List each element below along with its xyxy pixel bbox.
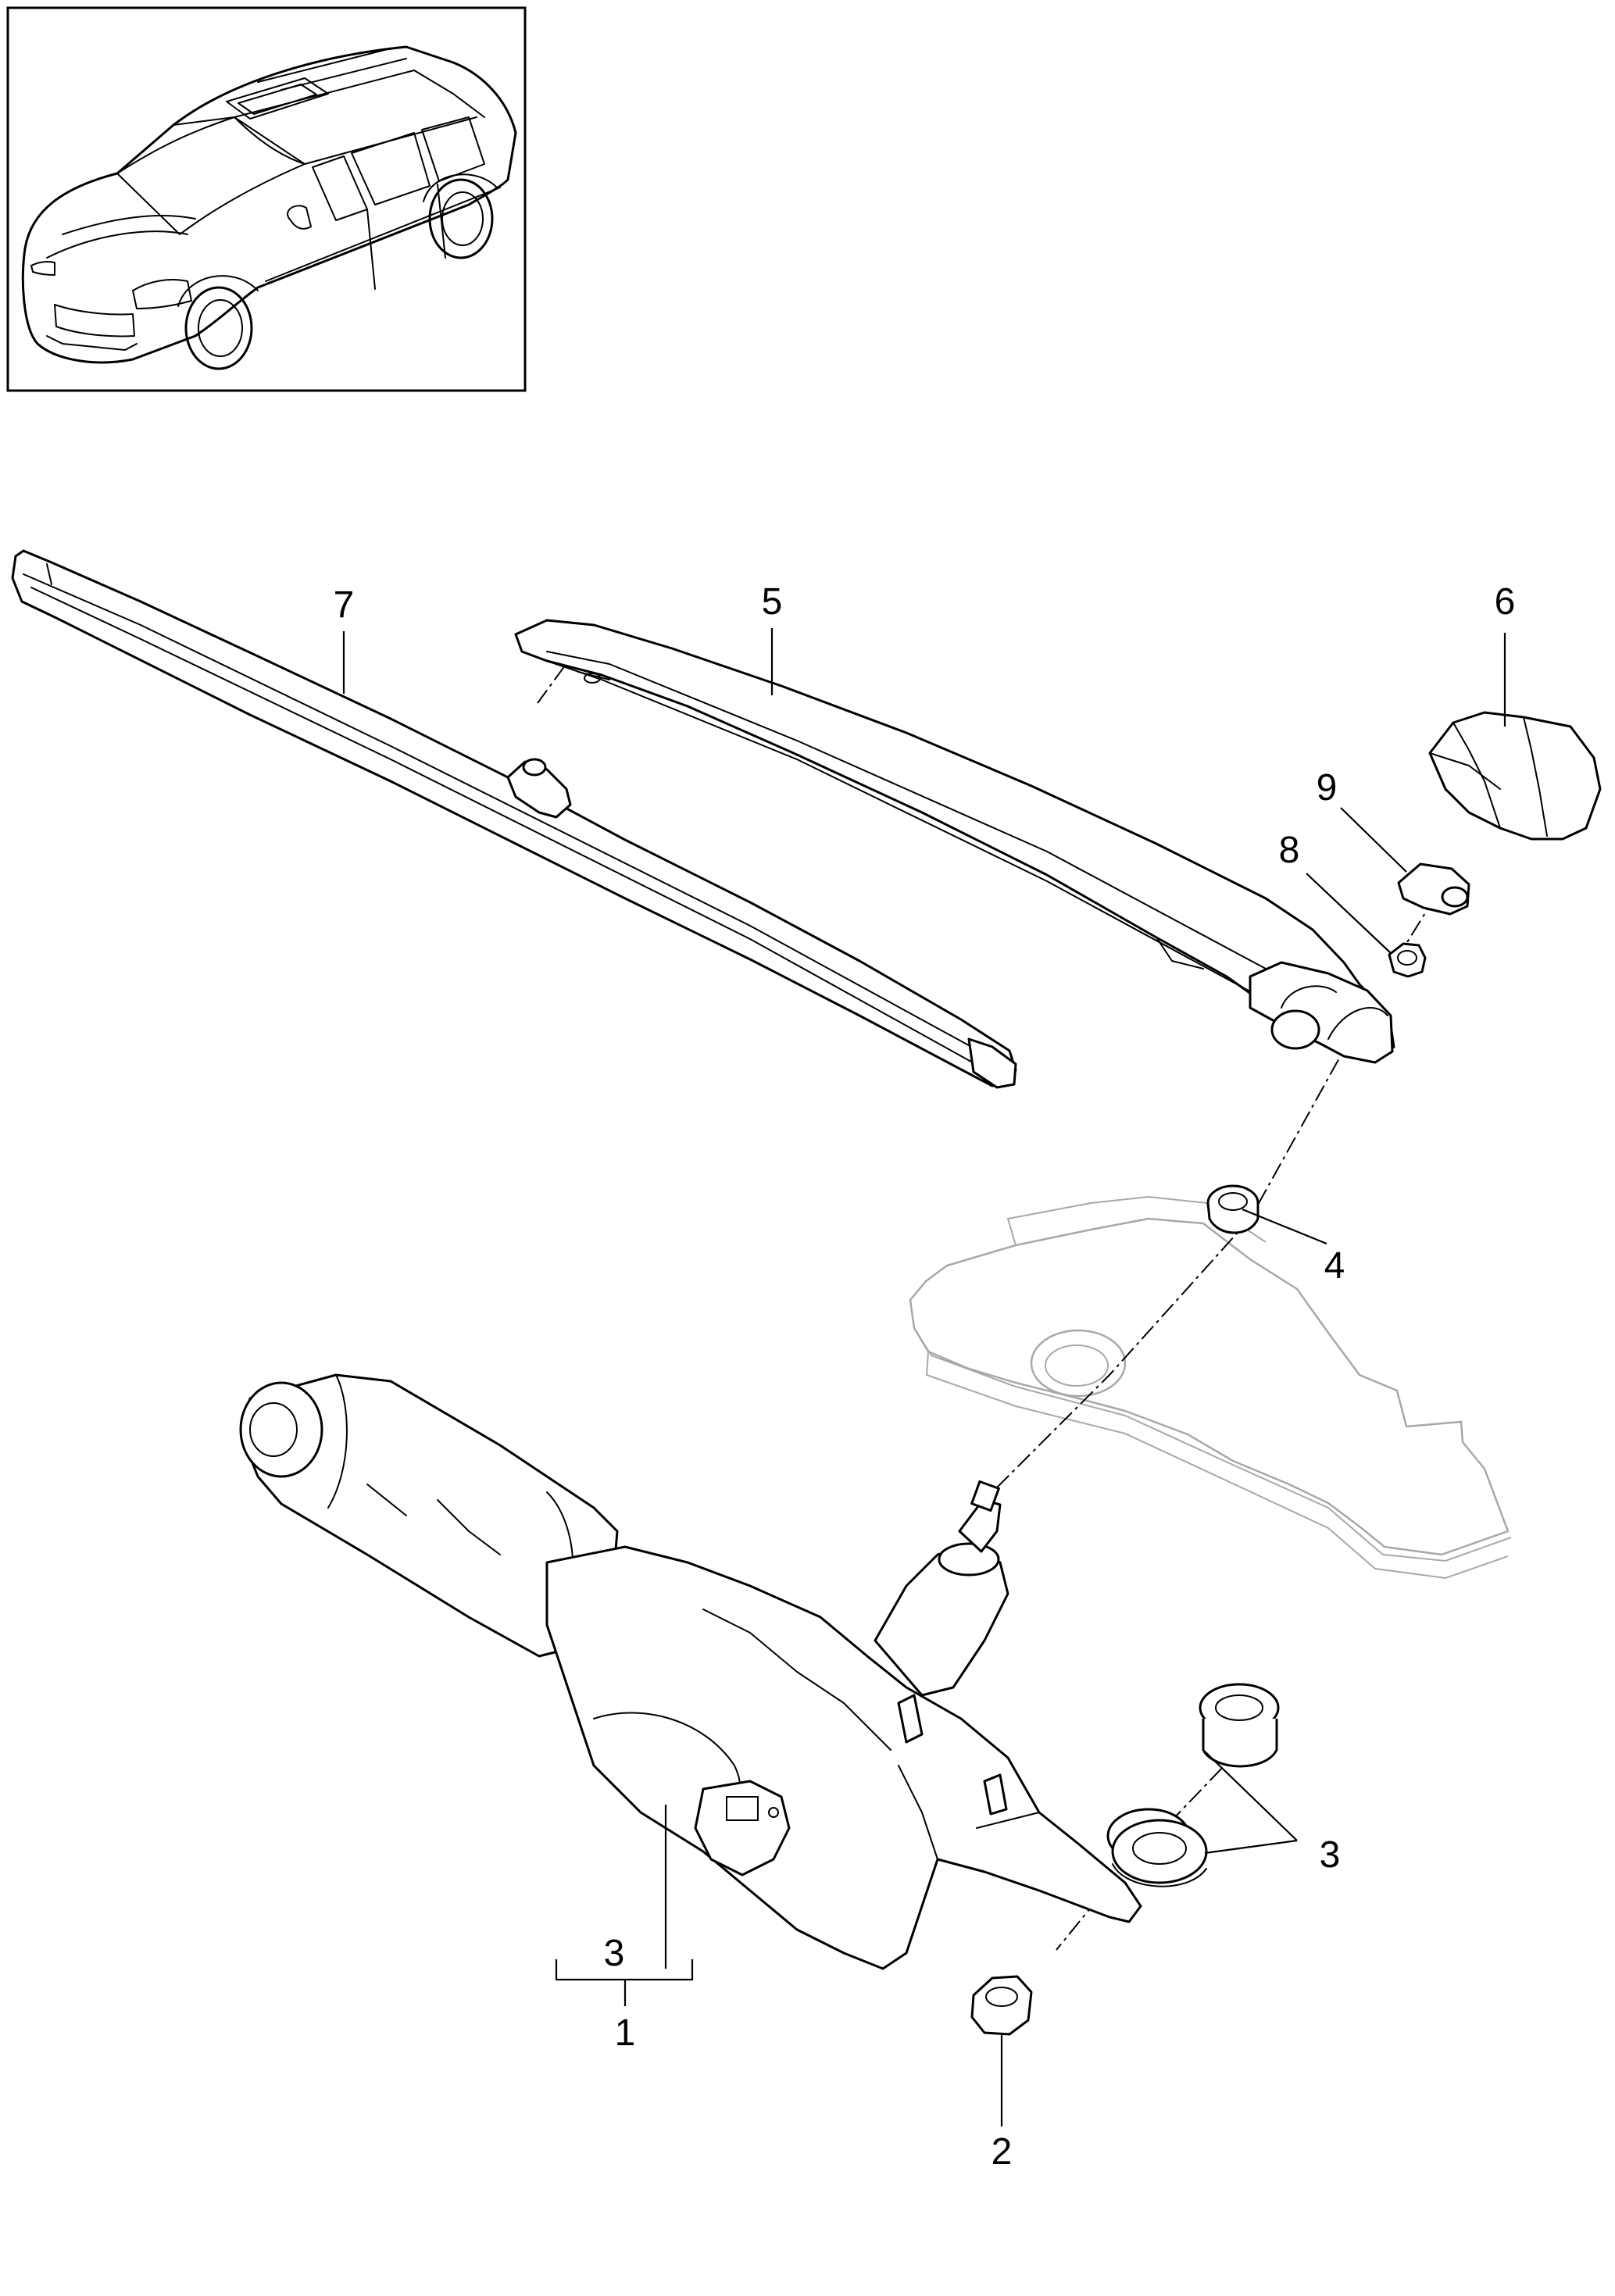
callout-1: 1 [615,2012,636,2054]
callout-6: 6 [1495,581,1516,623]
callout-8: 8 [1279,830,1300,871]
callout-2: 2 [992,2131,1013,2173]
callouts: 7 5 6 9 8 4 3 3 1 2 [334,581,1516,2173]
callout-5: 5 [762,581,783,623]
car-icon [21,45,517,370]
arm-nut [1388,942,1427,978]
callout-7: 7 [334,584,355,626]
arm-cap [1428,711,1602,841]
callout-4: 4 [1324,1245,1345,1287]
wiper-arm [514,619,1395,1064]
wiper-motor [239,1373,1142,1970]
callout-3-sub: 3 [604,1933,625,1974]
leader-lines [342,628,1506,2126]
bushings [1106,1683,1280,1887]
grommet [1206,1184,1259,1234]
tailgate-panel-outline [909,1195,1512,1580]
vehicle-inset [6,6,527,392]
wiper-blade [11,549,1017,1089]
callout-3-right: 3 [1320,1834,1341,1876]
callout-9: 9 [1317,767,1338,809]
hex-nut-bottom [970,1975,1033,2036]
cap-clip [1397,862,1470,916]
